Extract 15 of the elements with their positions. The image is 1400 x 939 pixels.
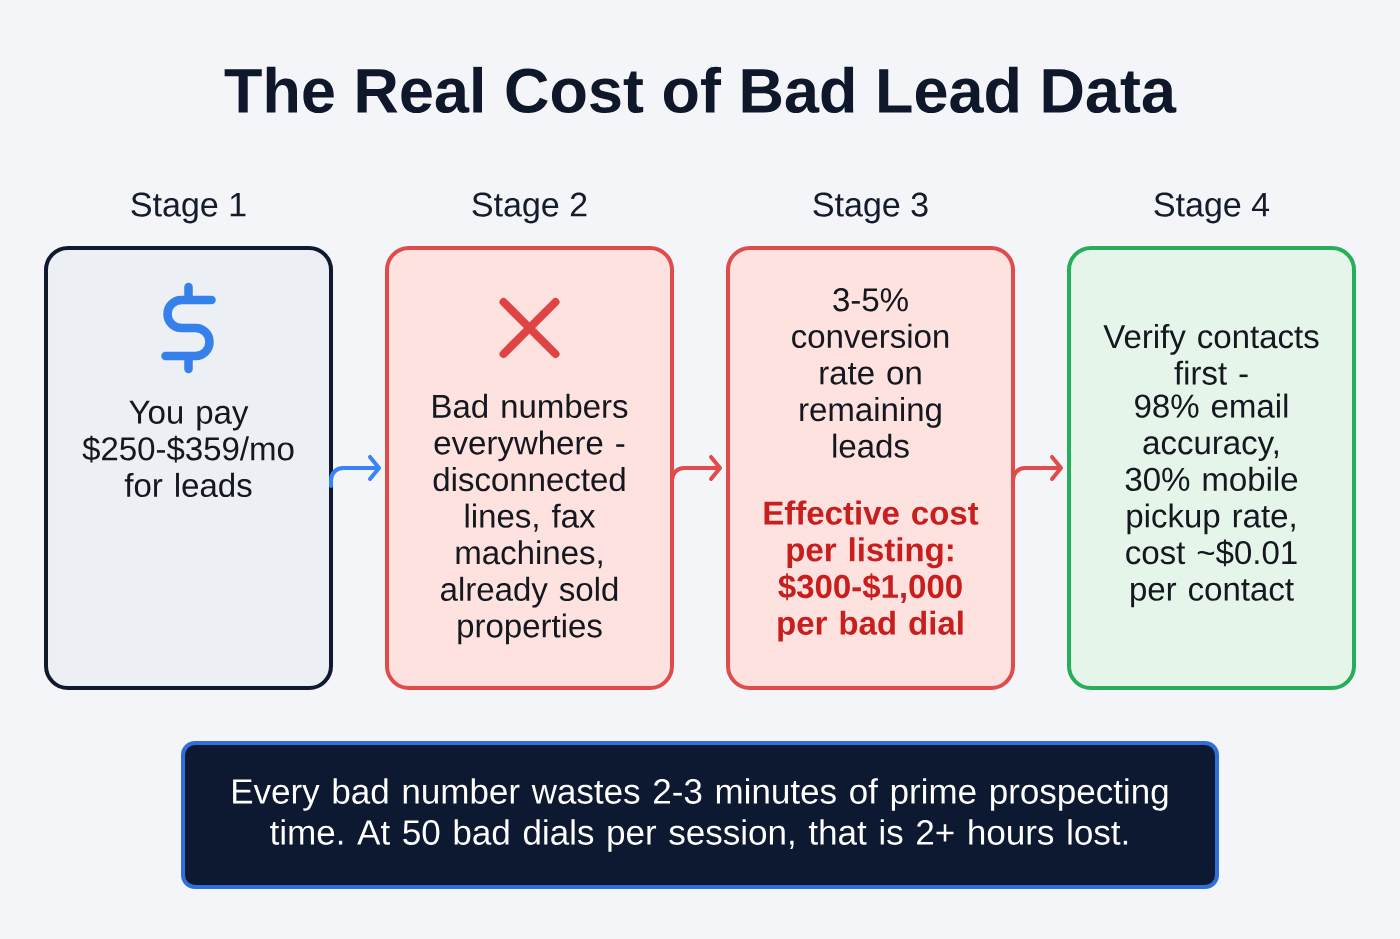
stage-heading: Stage 2 xyxy=(472,192,587,224)
summary-banner: Every bad number wastes 2-3 minutes of prime prospecting time. At 50 bad dials per session, that is 2+ hours lost. xyxy=(181,741,1219,889)
card-text: Bad numbers everywhere - disconnected lines, fax machines, already sold properties xyxy=(433,393,628,645)
card-text: Verify contacts first - xyxy=(1103,324,1319,385)
arrow xyxy=(329,455,381,488)
card-text: 98% email accuracy, 30% mobile pickup rate, cost ~$0.01 per contact xyxy=(1125,393,1298,608)
card-text: 3-5% conversion rate on remaining leads xyxy=(792,288,949,458)
stage-heading: Stage 4 xyxy=(1154,192,1270,224)
stage-heading: Stage 1 xyxy=(131,192,246,224)
arrow xyxy=(1011,455,1063,488)
stage-heading: Stage 3 xyxy=(813,192,928,224)
card-text: You pay $250-$359/mo for leads xyxy=(82,400,294,498)
cost-highlight: Effective cost per listing: $300-$1,000 per bad dial xyxy=(764,500,979,642)
arrow xyxy=(670,455,722,488)
title: The Real Cost of Bad Lead Data xyxy=(224,66,1177,114)
